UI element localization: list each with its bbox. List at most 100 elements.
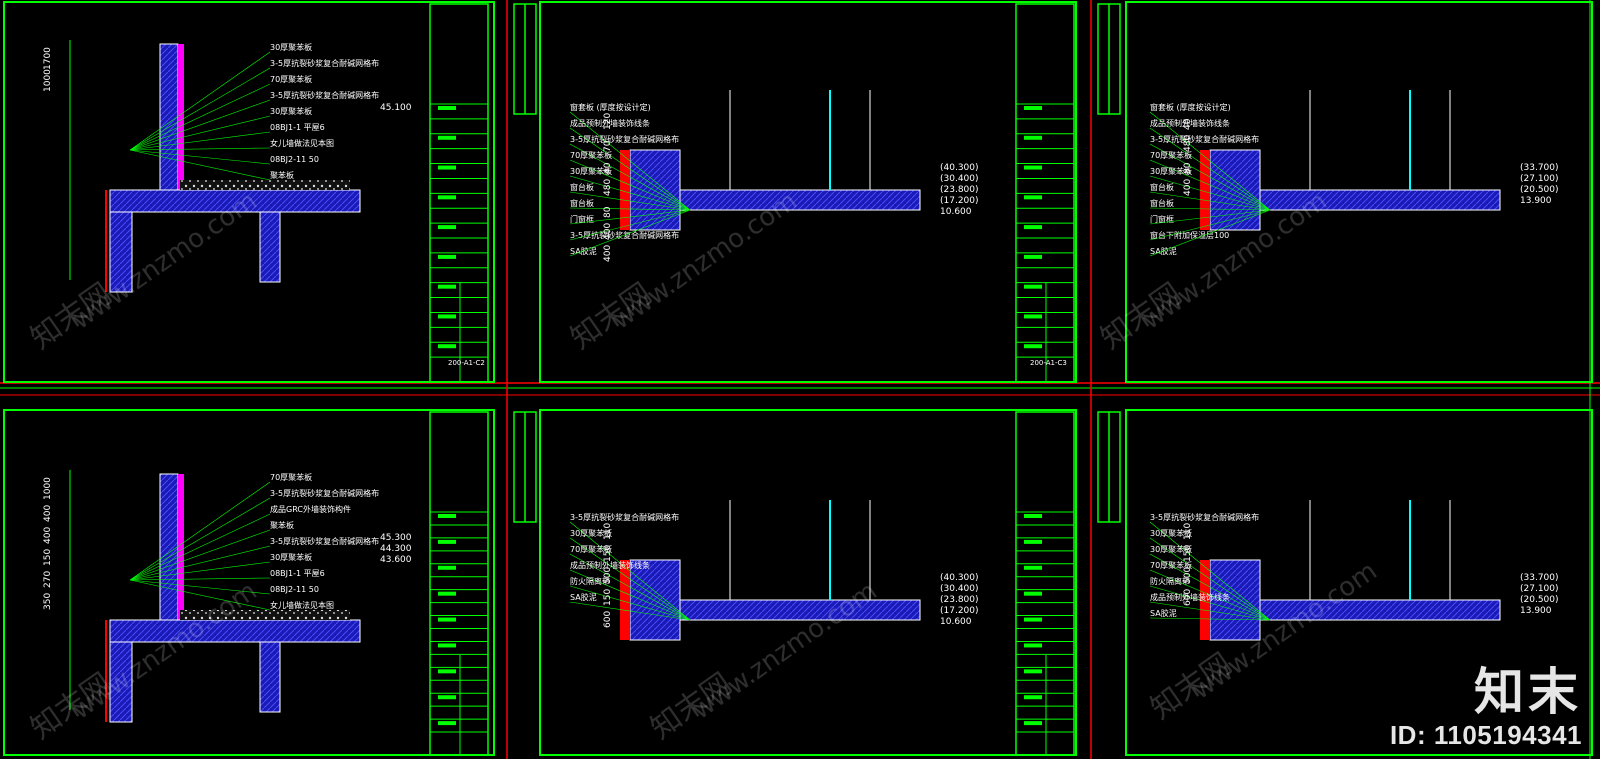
elevation-text: (20.500) [1520, 185, 1559, 195]
callout-label: 防火隔离带 [570, 576, 610, 586]
dimension-text: 120 [603, 113, 613, 130]
leader-line [569, 191, 691, 211]
title-block-mark [1024, 591, 1042, 596]
dimension-text: 40 [603, 162, 613, 174]
callout-label: 女儿墙做法见本图 [270, 138, 334, 148]
dimension-text: 70 [603, 140, 613, 152]
title-block-mark [438, 195, 456, 200]
title-block-mark [438, 514, 456, 518]
dimension-text: 80 [1183, 162, 1193, 174]
beam [259, 211, 281, 283]
callout-label: 窗台板 [570, 198, 594, 208]
callout-label: 女儿墙做法见本图 [270, 600, 334, 610]
roof-gravel [180, 180, 350, 190]
leader-line [1149, 143, 1271, 211]
roof-slab [109, 619, 361, 643]
leader-line [569, 209, 691, 225]
leader-line [569, 111, 691, 211]
brand-watermark: 知末 ID: 1105194341 [1390, 664, 1582, 751]
red-layer [1200, 150, 1210, 230]
title-block-mark [1024, 254, 1042, 259]
detail-p2: 窗套板 (厚度按设计定)成品预制外墙装饰线条3-5厚抗裂砂浆复合耐碱网格布70厚… [569, 90, 1067, 367]
leader-line [129, 513, 271, 581]
title-block [429, 411, 489, 756]
leader-line [129, 149, 271, 165]
leader-line [569, 127, 691, 211]
leader-line [569, 209, 691, 241]
callout-label: 窗台下附加保温层100 [1150, 230, 1229, 240]
dimension-text: 400 [603, 245, 613, 262]
dimension-text: 600 [603, 611, 613, 628]
elevation-text: 10.600 [940, 617, 972, 627]
callout-label: 门窗框 [1150, 214, 1174, 224]
elevation-text: (27.100) [1520, 174, 1559, 184]
leader-line [129, 561, 271, 581]
elevation-text: (23.800) [940, 595, 979, 605]
title-block-mark [438, 617, 456, 622]
title-block-mark [1024, 669, 1042, 674]
title-block-code: 200-A1-C3 [1030, 359, 1067, 367]
callout-label: 窗台板 [570, 182, 594, 192]
leader-line [1149, 537, 1271, 621]
title-block-mark [1024, 314, 1042, 319]
title-block-mark [438, 254, 456, 259]
callout-label: 30厚聚苯板 [1150, 544, 1192, 554]
dimension-text: 1000 [43, 69, 53, 92]
leader-line [1149, 209, 1271, 257]
callout-label: 70厚聚苯板 [1150, 560, 1192, 570]
callout-label: 防火隔离带 [1150, 576, 1190, 586]
insulation-layer [178, 474, 184, 624]
leader-line [569, 207, 691, 211]
callout-label: 30厚聚苯板 [1150, 528, 1192, 538]
dimension-text: 150 [603, 589, 613, 606]
dimension-text: 270 [43, 571, 53, 588]
elevation-text: (27.100) [1520, 584, 1559, 594]
callout-label: 窗套板 (厚度按设计定) [570, 102, 651, 112]
leader-line [1149, 127, 1271, 211]
dimension-text: 1700 [43, 47, 53, 70]
callout-label: 70厚聚苯板 [570, 544, 612, 554]
elevation-text: (17.200) [940, 606, 979, 616]
leader-line [1149, 601, 1271, 621]
leader-line [1149, 209, 1271, 225]
detail-p4: 70厚聚苯板3-5厚抗裂砂浆复合耐碱网格布成品GRC外墙装饰构件聚苯板3-5厚抗… [43, 470, 412, 723]
leader-line [129, 51, 271, 151]
detail-p6: 3-5厚抗裂砂浆复合耐碱网格布30厚聚苯板30厚聚苯板70厚聚苯板防火隔离带成品… [1149, 500, 1559, 641]
title-block-mark [438, 106, 456, 110]
leader-line [569, 553, 691, 621]
callout-label: 成品预制外墙装饰线条 [570, 560, 650, 570]
brand-id: ID: 1105194341 [1389, 720, 1582, 750]
callout-label: 3-5厚抗裂砂浆复合耐碱网格布 [270, 90, 379, 100]
parapet-wall [159, 473, 179, 625]
elevation-text: 43.600 [380, 555, 412, 565]
leader-line [1149, 209, 1271, 241]
leader-line [569, 585, 691, 621]
title-block-mark [438, 695, 456, 700]
elevation-text: 13.900 [1520, 606, 1552, 616]
dimension-text: 400 [43, 505, 53, 522]
leader-line [1149, 617, 1271, 621]
title-block-mark [438, 135, 456, 140]
elevation-text: (40.300) [940, 163, 979, 173]
elevation-text: 45.100 [380, 103, 412, 113]
parapet-wall [159, 43, 179, 195]
callout-label: 3-5厚抗裂砂浆复合耐碱网格布 [1150, 134, 1259, 144]
leader-line [129, 529, 271, 581]
callout-label: 08BJ2-11 50 [270, 585, 319, 594]
title-block-mark [1024, 284, 1042, 289]
elevation-text: 10.600 [940, 207, 972, 217]
title-block-mark [438, 643, 456, 648]
elevation-text: 45.300 [380, 533, 412, 543]
callout-label: 30厚聚苯板 [570, 528, 612, 538]
callout-label: 成品预制外墙装饰线条 [1150, 118, 1230, 128]
callout-label: 3-5厚抗裂砂浆复合耐碱网格布 [570, 512, 679, 522]
title-block-mark [438, 344, 456, 349]
detail-p1: 30厚聚苯板3-5厚抗裂砂浆复合耐碱网格布70厚聚苯板3-5厚抗裂砂浆复合耐碱网… [43, 40, 485, 367]
callout-label: 70厚聚苯板 [570, 150, 612, 160]
callout-label: 08BJ1-1 平屋6 [270, 569, 325, 578]
wall-section [629, 149, 681, 231]
callout-label: 30厚聚苯板 [270, 42, 312, 52]
roof-gravel [180, 610, 350, 620]
title-block-mark [438, 225, 456, 230]
